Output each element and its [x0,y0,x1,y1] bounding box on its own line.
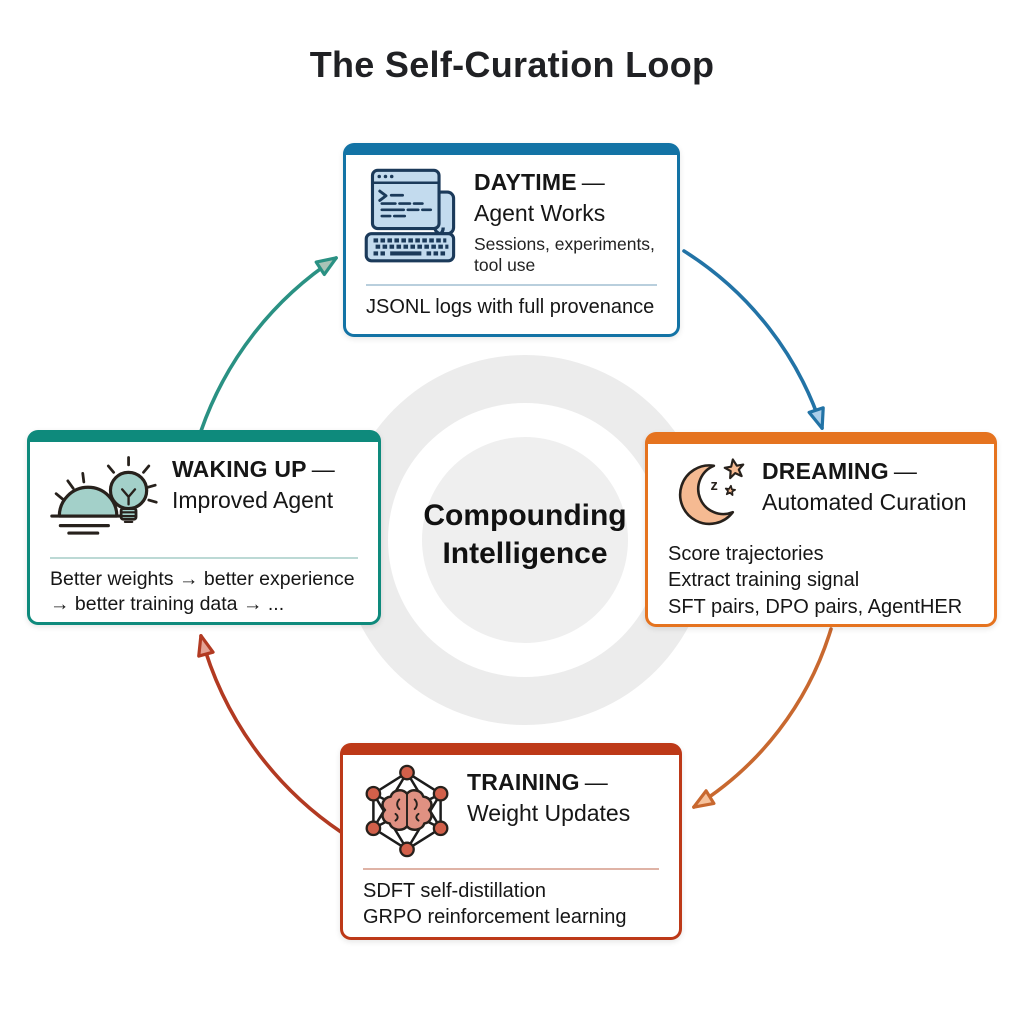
node-subtitle: Weight Updates [467,799,631,826]
node-footer: JSONL logs with full provenance [366,296,655,319]
node-card-daytime: DAYTIME— Agent Works Sessions, experimen… [343,143,680,337]
node-line: → better training data → ... [50,593,285,616]
loop-arrows [197,249,833,834]
compounding-donut [340,355,710,725]
node-line: Extract training signal [668,569,860,592]
moon-stars-icon: z [678,458,745,526]
node-subtitle: Agent Works [474,199,606,226]
node-subtitle: Improved Agent [172,486,334,513]
arrow-waking-to-daytime [199,256,338,433]
node-line: Better weights → better experience [50,568,355,590]
node-description: Sessions, experiments, tool use [474,234,655,275]
node-card-dreaming: z DREAMING— Automated Curation Score tra… [645,432,997,627]
node-lines: Better weights → better experience → bet… [46,567,362,618]
node-subtitle: Automated Curation [762,488,967,515]
neural-network-brain-icon [365,764,449,858]
diagram-title: The Self-Curation Loop [309,44,715,85]
node-lines: Score trajectories Extract training sign… [664,541,978,620]
node-line: GRPO reinforcement learning [363,906,627,928]
node-card-training: TRAINING— Weight Updates SDFT self-disti… [340,743,682,940]
card-divider [363,868,659,870]
svg-text:z: z [710,478,717,494]
node-line: SFT pairs, DPO pairs, AgentHER [668,595,963,618]
node-title: DREAMING— [762,458,917,484]
node-lines: SDFT self-distillation GRPO reinforcemen… [359,878,663,930]
node-title: WAKING UP— [172,456,335,482]
sunrise-lightbulb-icon [50,456,158,535]
card-divider [366,284,657,287]
node-card-waking: WAKING UP— Improved Agent Better weights… [27,430,381,625]
node-title: DAYTIME— [474,169,605,195]
card-divider [50,557,358,559]
terminal-computer-icon [364,168,456,263]
center-label: Compounding Intelligence [423,499,627,571]
arrow-daytime-to-dreaming [682,249,825,430]
arrow-dreaming-to-training [692,627,833,809]
node-line: Score trajectories [668,543,824,565]
arrow-training-to-waking [197,634,343,834]
node-title: TRAINING— [467,769,608,795]
node-line: SDFT self-distillation [363,880,547,902]
